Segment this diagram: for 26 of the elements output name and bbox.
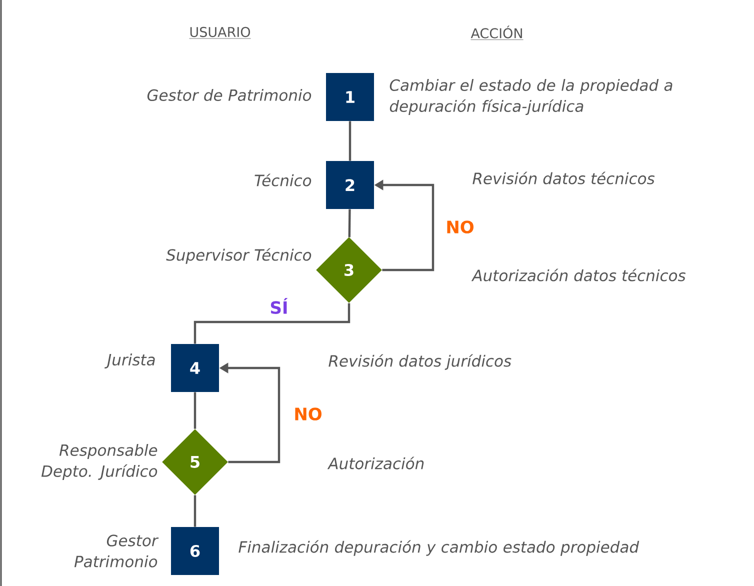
role-label: Supervisor Técnico bbox=[166, 248, 312, 264]
step-box: 6 bbox=[171, 527, 219, 575]
role-label: Técnico bbox=[254, 174, 312, 186]
role-label: Gestor Patrimonio bbox=[74, 534, 159, 568]
edge-label: NO bbox=[447, 220, 474, 234]
connector bbox=[194, 392, 196, 429]
step-box: 4 bbox=[171, 344, 219, 392]
column-heading: ACCIÓN bbox=[470, 26, 524, 40]
step-box: 2 bbox=[326, 161, 374, 209]
connector bbox=[348, 209, 351, 238]
step-box: 1 bbox=[326, 73, 374, 121]
action-label: Cambiar el estado de la propiedad a depuración física-jurídica bbox=[390, 79, 672, 115]
column-heading: USUARIO bbox=[189, 26, 251, 39]
connector bbox=[194, 495, 196, 527]
connector bbox=[194, 303, 350, 344]
role-label: Jurista bbox=[104, 354, 155, 368]
edge-label: NO bbox=[295, 408, 322, 420]
action-label: Finalización depuración y cambio estado propiedad bbox=[238, 540, 640, 556]
role-label: Responsable Depto. Jurídico bbox=[41, 444, 158, 480]
connector bbox=[348, 121, 352, 161]
action-label: Autorización bbox=[327, 456, 424, 470]
edge-label: SÍ bbox=[270, 298, 288, 314]
action-label: Revisión datos jurídicos bbox=[328, 354, 512, 370]
role-label: Gestor de Patrimonio bbox=[147, 89, 312, 101]
action-label: Revisión datos técnicos bbox=[472, 172, 655, 184]
action-label: Autorización datos técnicos bbox=[471, 268, 686, 282]
